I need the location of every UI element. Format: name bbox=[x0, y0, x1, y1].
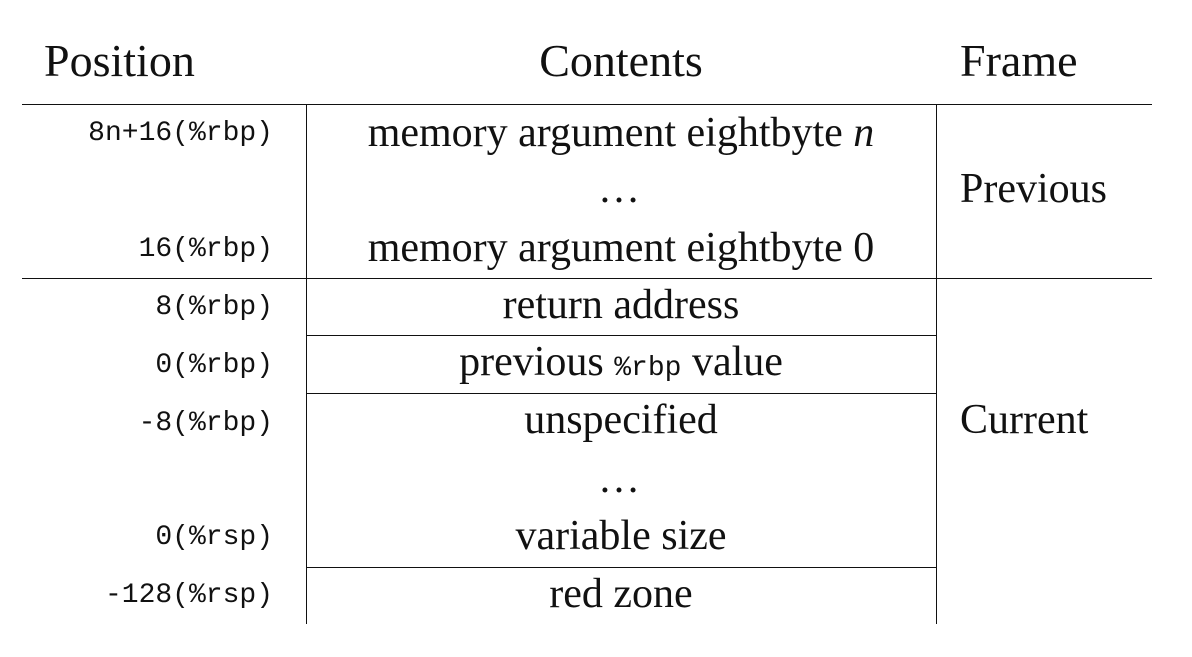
header-rule bbox=[22, 104, 1152, 105]
contents-red-zone: red zone bbox=[549, 571, 693, 617]
contents-unspecified: unspecified bbox=[524, 397, 718, 443]
contents-text: memory argument eightbyte bbox=[367, 110, 854, 156]
position-label: 16(%rbp) bbox=[138, 234, 273, 265]
position-label: 8(%rbp) bbox=[155, 292, 273, 323]
position-label: -128(%rsp) bbox=[104, 580, 273, 611]
frame-current: Current bbox=[960, 397, 1089, 443]
contents-ellipsis: … bbox=[598, 166, 644, 212]
contents-memory-argument-n: memory argument eightbyte n bbox=[306, 112, 936, 154]
cell-rule-return-address bbox=[306, 335, 936, 336]
cell-rule-previous-rbp bbox=[306, 393, 936, 394]
contents-pre: previous bbox=[459, 339, 615, 385]
frame-divider-rule bbox=[22, 278, 1152, 279]
position-label: 0(%rbp) bbox=[155, 350, 273, 381]
position-label: -8(%rbp) bbox=[138, 408, 273, 439]
position-label: 8n+16(%rbp) bbox=[88, 118, 273, 149]
header-position: Position bbox=[44, 35, 195, 86]
contents-return-address: return address bbox=[502, 282, 740, 328]
contents-variable: n bbox=[853, 110, 875, 156]
cell-rule-variable-size bbox=[306, 567, 936, 568]
contents-left-border bbox=[306, 104, 307, 624]
contents-ellipsis: … bbox=[598, 456, 644, 502]
contents-variable-size: variable size bbox=[515, 513, 727, 559]
contents-memory-argument-0: memory argument eightbyte 0 bbox=[367, 225, 875, 271]
header-frame: Frame bbox=[960, 35, 1078, 86]
contents-previous-rbp-value: previous %rbp value bbox=[306, 341, 936, 383]
position-label: 0(%rsp) bbox=[155, 522, 273, 553]
frame-previous: Previous bbox=[960, 166, 1107, 212]
contents-post: value bbox=[681, 339, 783, 385]
contents-code: %rbp bbox=[614, 353, 682, 384]
header-contents: Contents bbox=[539, 35, 703, 86]
contents-right-border bbox=[936, 104, 937, 624]
